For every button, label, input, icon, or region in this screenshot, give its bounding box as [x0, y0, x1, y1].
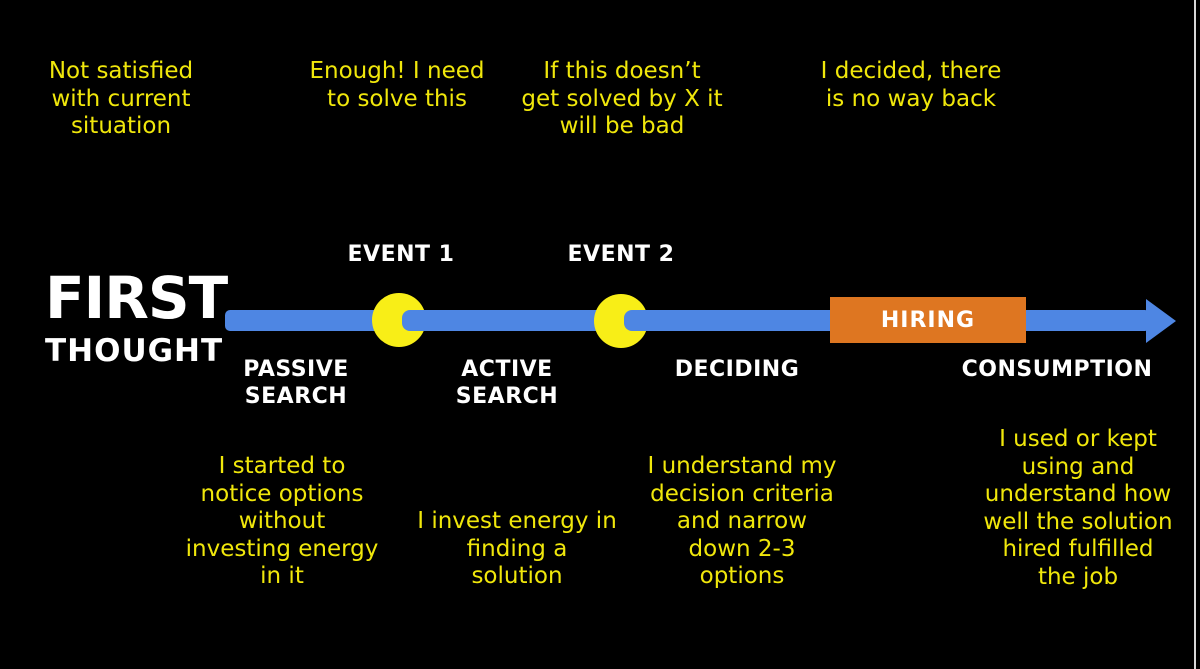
- first-thought-title: FIRST THOUGHT: [45, 264, 228, 369]
- top-quote-first-thought: Not satisfied with current situation: [48, 58, 194, 139]
- timeline-segment-cap-2: [624, 310, 676, 331]
- hiring-label: HIRING: [880, 307, 976, 333]
- top-quote-hiring: I decided, there is no way back: [820, 58, 1002, 112]
- title-line-thought: THOUGHT: [45, 333, 224, 369]
- stage-label-consumption: CONSUMPTION: [961, 357, 1153, 382]
- timeline-segment-cap-1: [402, 310, 454, 331]
- bottom-quote-passive-search: I started to notice options without inve…: [185, 453, 379, 589]
- stage-label-passive-search: PASSIVE SEARCH: [243, 357, 349, 409]
- top-quote-event-1: Enough! I need to solve this: [309, 58, 485, 112]
- event-2-label: EVENT 2: [567, 242, 675, 267]
- stage-label-deciding: DECIDING: [674, 357, 800, 382]
- arrow-right-icon: [1146, 299, 1176, 343]
- bottom-quote-active-search: I invest energy in finding a solution: [417, 508, 617, 589]
- bottom-quote-deciding: I understand my decision criteria and na…: [647, 453, 837, 589]
- event-1-label: EVENT 1: [347, 242, 455, 267]
- top-quote-event-2: If this doesn’t get solved by X it will …: [521, 58, 723, 139]
- title-line-first: FIRST: [45, 264, 228, 332]
- stage-label-active-search: ACTIVE SEARCH: [455, 357, 559, 409]
- bottom-quote-consumption: I used or kept using and understand how …: [983, 426, 1173, 590]
- right-edge-divider: [1194, 0, 1196, 669]
- hiring-box: HIRING: [830, 297, 1026, 343]
